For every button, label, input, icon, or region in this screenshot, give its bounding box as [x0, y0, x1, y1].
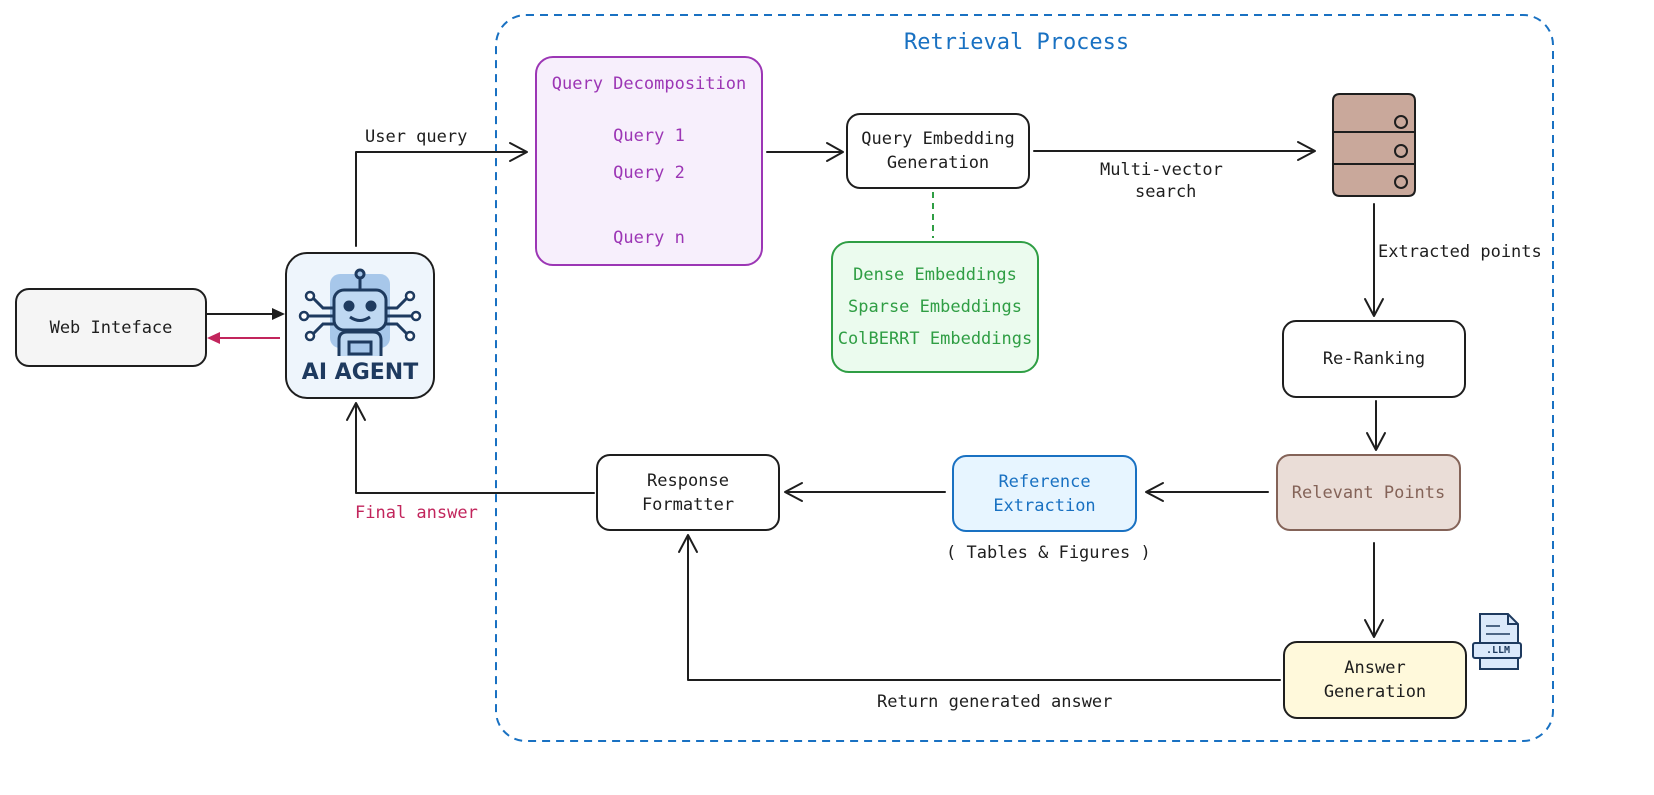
arrow-return-answer — [687, 536, 1281, 681]
ai-agent-node[interactable]: AI AGENT — [285, 252, 435, 399]
retrieval-process-region — [495, 14, 1554, 742]
arrowhead-return-answer — [678, 534, 698, 553]
embedding-type: Dense Embeddings — [853, 265, 1017, 285]
answer-generation-line2: Generation — [1323, 682, 1427, 702]
response-formatter-node[interactable]: Response Formatter — [596, 454, 780, 531]
answer-generation-node[interactable]: Answer Generation — [1283, 641, 1467, 719]
retrieval-process-title: Retrieval Process — [904, 30, 1130, 55]
arrowhead-relevant-to-reference — [1145, 482, 1164, 502]
arrowhead-web-to-agent — [272, 308, 285, 320]
relevant-points-node[interactable]: Relevant Points — [1276, 454, 1461, 531]
extracted-points-label: Extracted points — [1378, 242, 1542, 262]
embeddings-node[interactable]: Dense Embeddings Sparse Embeddings ColBE… — [831, 241, 1039, 373]
query-embedding-line2: Generation — [886, 153, 990, 173]
re-ranking-node[interactable]: Re-Ranking — [1282, 320, 1466, 398]
arrowhead-reranking-to-relevant — [1366, 432, 1386, 451]
arrowhead-user-query — [509, 142, 528, 162]
arrow-final-answer — [355, 404, 595, 494]
llm-file-label: .LLM — [1485, 645, 1511, 656]
query-embedding-node[interactable]: Query Embedding Generation — [846, 113, 1030, 189]
multi-vector-label-line1: Multi-vector — [1100, 160, 1223, 180]
multi-vector-label-line2: search — [1135, 182, 1197, 202]
web-interface-label: Web Inteface — [49, 317, 173, 338]
query-item: Query 2 — [613, 163, 685, 183]
tables-figures-label: ( Tables & Figures ) — [946, 543, 1151, 563]
response-formatter-line1: Response — [647, 470, 729, 491]
arrowhead-decomposition-to-embedding — [826, 142, 844, 162]
arrowhead-final-answer — [346, 402, 366, 421]
embedding-type: Sparse Embeddings — [848, 297, 1022, 317]
ai-agent-label: AI AGENT — [301, 360, 419, 385]
arrowhead-agent-to-web — [207, 332, 220, 344]
web-interface-node[interactable]: Web Inteface — [15, 288, 207, 367]
arrowhead-reference-to-formatter — [784, 482, 803, 502]
robot-icon — [298, 268, 422, 356]
response-formatter-line2: Formatter — [641, 494, 735, 515]
llm-file-icon — [1472, 613, 1522, 670]
relevant-points-label: Relevant Points — [1291, 482, 1446, 503]
re-ranking-label: Re-Ranking — [1322, 349, 1426, 369]
reference-extraction-line1: Reference — [998, 471, 1091, 492]
embedding-type: ColBERRT Embeddings — [837, 329, 1033, 349]
return-answer-label: Return generated answer — [877, 692, 1113, 712]
arrowhead-embedding-to-database — [1297, 141, 1316, 161]
answer-generation-line1: Answer — [1344, 658, 1406, 678]
vector-database-icon — [1332, 93, 1416, 197]
query-embedding-line1: Query Embedding — [861, 129, 1015, 149]
arrowhead-relevant-to-answer — [1364, 619, 1384, 638]
query-decomposition-node[interactable]: Query Decomposition Query 1 Query 2 Quer… — [535, 56, 763, 266]
reference-extraction-line2: Extraction — [993, 495, 1096, 516]
arrowhead-database-to-reranking — [1364, 298, 1384, 317]
reference-extraction-node[interactable]: Reference Extraction — [952, 455, 1137, 532]
query-item: Query 1 — [613, 126, 685, 146]
final-answer-label: Final answer — [355, 503, 478, 523]
arrow-user-query — [355, 151, 527, 247]
user-query-label: User query — [365, 127, 468, 147]
query-item: Query n — [613, 228, 685, 248]
query-decomposition-title: Query Decomposition — [551, 74, 747, 94]
